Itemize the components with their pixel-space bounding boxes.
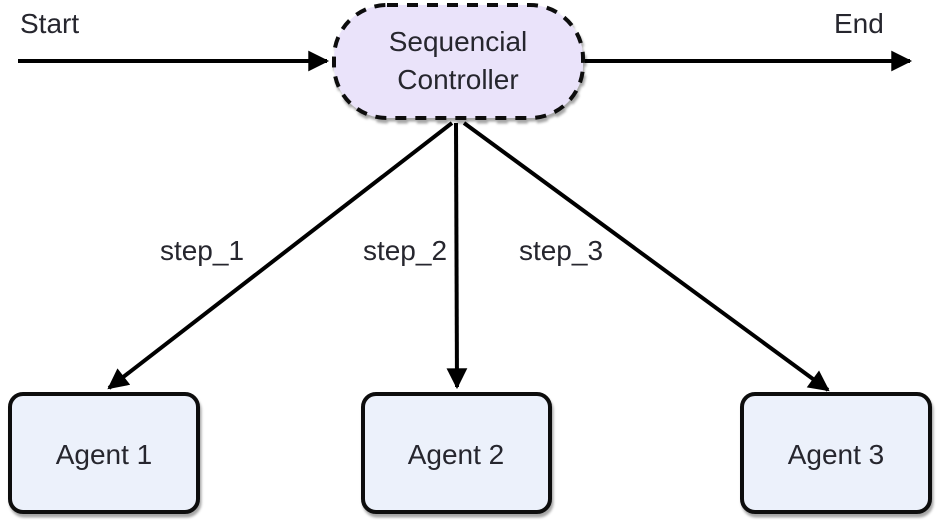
agent-3-label: Agent 3 xyxy=(788,439,885,470)
controller-label-line1: Sequencial xyxy=(389,26,528,57)
edge-step-2-line xyxy=(446,122,468,390)
agent-1-shape xyxy=(8,392,200,514)
agent-2-node: Agent 2 xyxy=(361,392,552,514)
edge-step-3: step_3 xyxy=(462,121,830,392)
controller-shape xyxy=(332,3,585,120)
agent-1-label: Agent 1 xyxy=(56,439,153,470)
agent-2-label: Agent 2 xyxy=(408,439,505,470)
edge-step-3-label: step_3 xyxy=(519,235,603,266)
edge-step-1: step_1 xyxy=(107,121,454,390)
edge-step-2-label: step_2 xyxy=(363,235,447,266)
controller-node: Sequencial Controller xyxy=(332,3,585,120)
agent-1-node: Agent 1 xyxy=(8,392,200,514)
end-edge: End xyxy=(585,8,913,72)
end-label: End xyxy=(834,8,884,39)
edge-step-1-label: step_1 xyxy=(160,235,244,266)
controller-label-line2: Controller xyxy=(397,64,518,95)
agent-3-shape xyxy=(740,392,932,514)
start-label: Start xyxy=(20,8,79,39)
edge-step-2: step_2 xyxy=(363,122,468,390)
agent-3-node: Agent 3 xyxy=(740,392,932,514)
edge-step-3-line xyxy=(462,121,830,392)
edge-step-1-line xyxy=(107,121,454,390)
agent-2-shape xyxy=(361,392,552,514)
start-edge: Start xyxy=(18,8,330,72)
